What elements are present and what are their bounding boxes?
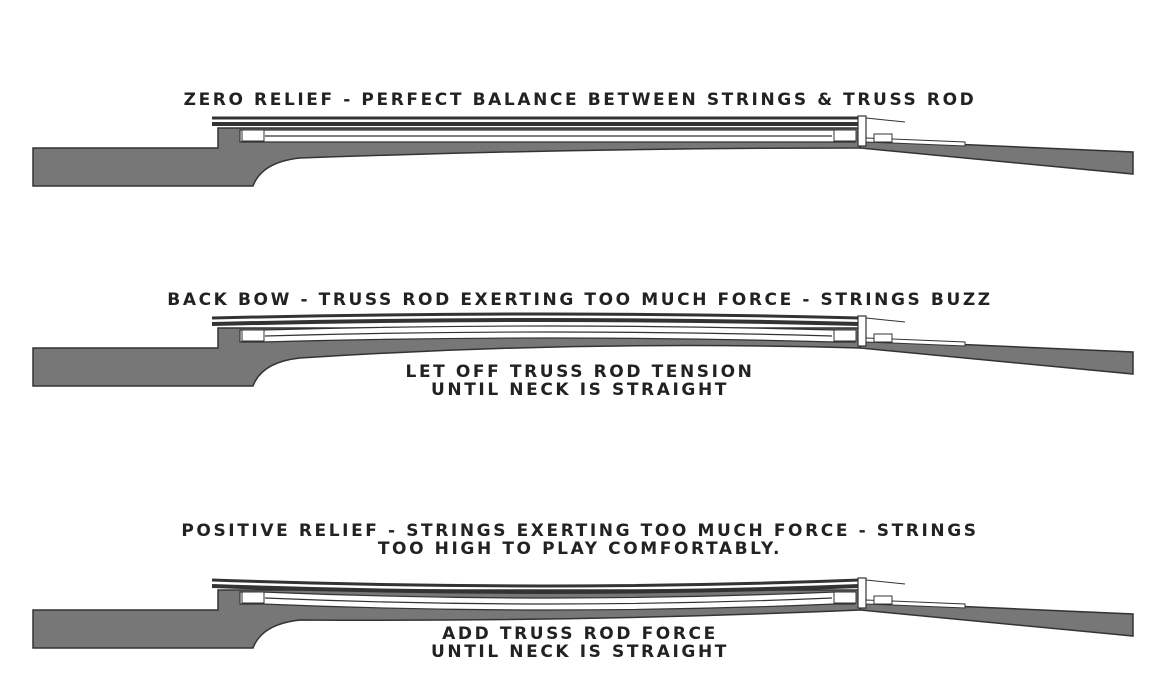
fretboard [211,584,861,594]
truss-rod-channel [239,591,856,611]
adjustment-nut [873,133,893,143]
neck-back-bow [32,312,1134,387]
rod-anchor-block [241,329,265,342]
string-over-nut [865,317,906,323]
diagram-1-title-line-1: ZERO RELIEF - PERFECT BALANCE BETWEEN ST… [183,90,977,110]
fretboard-edge [211,312,861,320]
truss-rod [264,331,833,337]
adjustment-nut [873,333,893,343]
diagram-3-note-line-1: ADD TRUSS ROD FORCE [442,624,718,644]
diagram-3-note-line-2: UNTIL NECK IS STRAIGHT [431,642,729,662]
string-over-nut [865,117,906,123]
neck-straight [32,115,1134,187]
diagram-3-title-line-1: POSITIVE RELIEF - STRINGS EXERTING TOO M… [181,521,979,541]
rod-anchor-block [241,591,265,604]
nut [857,115,867,147]
diagram-2-note-line-2: UNTIL NECK IS STRAIGHT [431,380,729,400]
rod-nut-block [833,329,857,342]
string-over-nut [865,579,906,585]
fretboard [211,318,861,326]
fretboard-edge [211,578,861,588]
nut [857,577,867,609]
truss-rod-channel [239,325,856,343]
diagram-3-title-line-2: TOO HIGH TO PLAY COMFORTABLY. [377,539,783,559]
rod-nut-block [833,129,857,142]
diagram-2-note-line-1: LET OFF TRUSS ROD TENSION [405,362,755,382]
diagram-2-title-line-1: BACK BOW - TRUSS ROD EXERTING TOO MUCH F… [167,290,993,310]
truss-rod [264,597,833,605]
adjustment-nut [873,595,893,605]
rod-nut-block [833,591,857,604]
nut [857,315,867,347]
neck-positive-relief [32,577,1134,649]
rod-anchor-block [241,129,265,142]
